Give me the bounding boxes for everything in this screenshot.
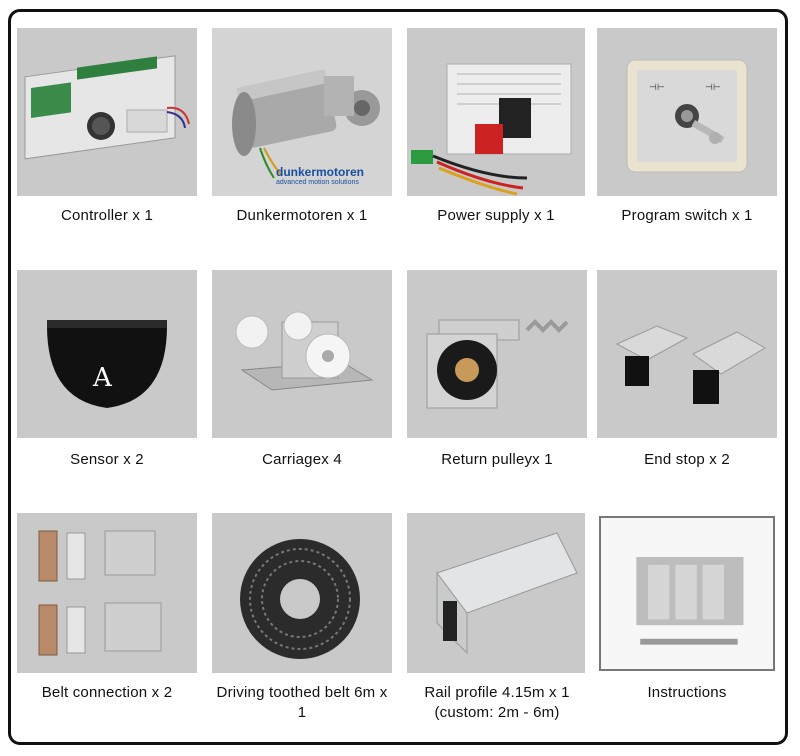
item-sensor: A Sensor x 2 [17, 270, 197, 470]
item-instructions: Instructions [597, 513, 777, 723]
item-label: Instructions [647, 684, 727, 701]
carriage-wheels-icon [212, 270, 392, 438]
item-end-stop: End stop x 2 [597, 270, 777, 470]
item-label: Carriagex 4 [262, 451, 342, 468]
item-label: Power supply x 1 [437, 207, 555, 224]
item-carriage: Carriagex 4 [212, 270, 392, 470]
item-program-switch: ⊣⊢ ⊣⊢ Program switch x 1 [597, 28, 777, 228]
svg-text:A: A [92, 363, 113, 393]
end-stop-icon [597, 270, 777, 438]
item-label: Driving toothed belt 6m x 1 [216, 684, 388, 721]
key-switch-icon: ⊣⊢ ⊣⊢ [597, 28, 777, 196]
item-motor: dunkermotoren advanced motion solutions … [212, 28, 392, 228]
toothed-belt-icon [212, 513, 392, 673]
item-label: Belt connection x 2 [41, 684, 173, 701]
svg-text:⊣⊢: ⊣⊢ [705, 83, 721, 93]
controller-board-icon [17, 28, 197, 196]
svg-text:⊣⊢: ⊣⊢ [649, 83, 665, 93]
item-label: Sensor x 2 [70, 451, 144, 468]
item-label: Dunkermotoren x 1 [236, 207, 368, 224]
item-rail-profile: Rail profile 4.15m x 1 (custom: 2m - 6m) [407, 513, 587, 723]
brand-logo: dunkermotoren advanced motion solutions [276, 165, 365, 186]
item-label: End stop x 2 [644, 451, 730, 468]
belt-connection-icon [17, 513, 197, 673]
item-controller: Controller x 1 [17, 28, 197, 228]
item-toothed-belt: Driving toothed belt 6m x 1 [212, 513, 392, 723]
item-label: Return pulleyx 1 [441, 451, 553, 468]
sensor-icon: A [17, 270, 197, 438]
item-label: Rail profile 4.15m x 1 [424, 684, 570, 701]
item-return-pulley: Return pulleyx 1 [407, 270, 587, 470]
item-power-supply: Power supply x 1 [407, 28, 585, 228]
rail-profile-icon [407, 513, 585, 673]
motor-icon: dunkermotoren advanced motion solutions [212, 28, 392, 196]
manual-icon [599, 516, 775, 671]
item-label-custom: (custom: 2m - 6m) [434, 704, 560, 721]
power-supply-icon [407, 28, 585, 196]
item-belt-connection: Belt connection x 2 [17, 513, 197, 723]
item-label: Program switch x 1 [621, 207, 753, 224]
item-label: Controller x 1 [60, 207, 153, 224]
return-pulley-icon [407, 270, 587, 438]
